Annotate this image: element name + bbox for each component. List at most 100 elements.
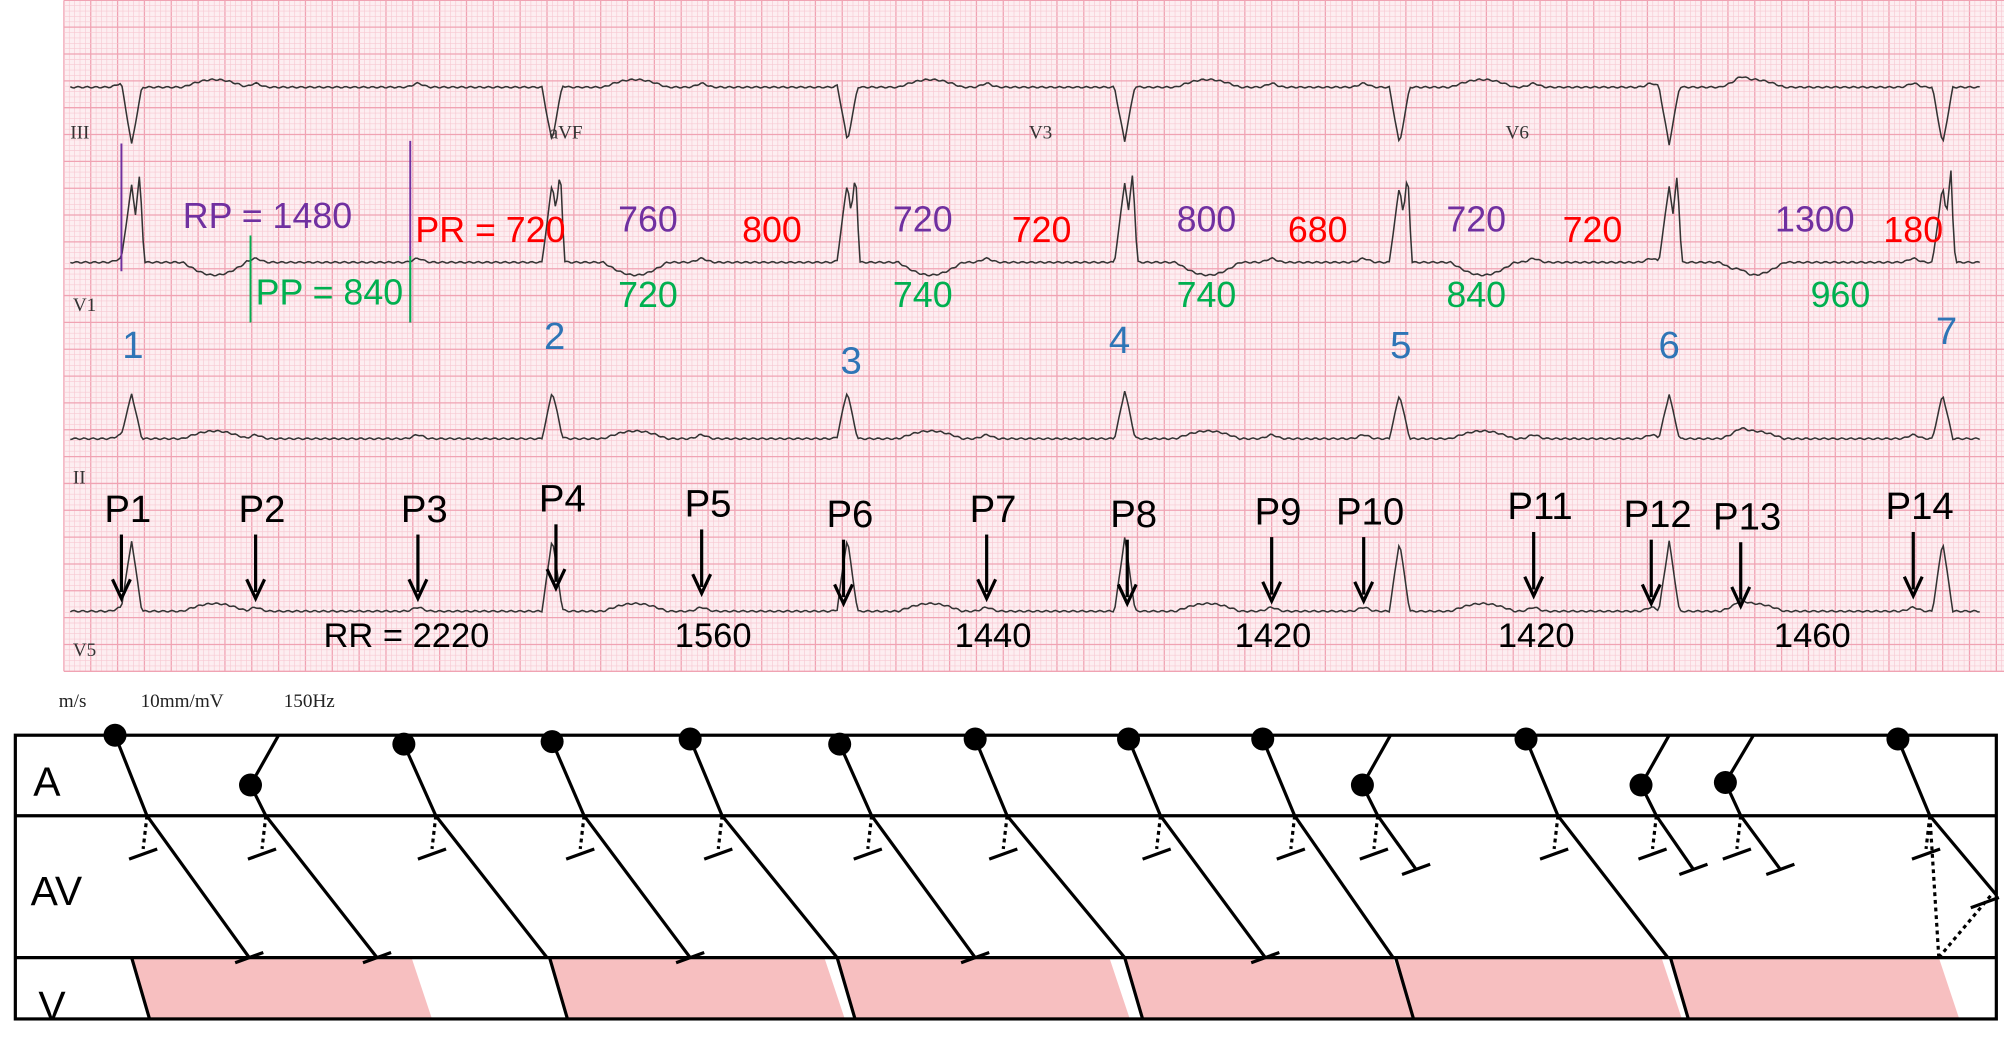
- p-wave-dot-icon: [1514, 727, 1538, 751]
- av-block-tick: [1539, 847, 1569, 861]
- ecg-traces: [69, 76, 1981, 614]
- ecg-trace-III-aVF-V3-V6: [69, 76, 1980, 146]
- atrial-conduction-line: [402, 743, 438, 817]
- rr-interval-value: 1420: [1498, 617, 1575, 655]
- p-wave-dot-icon: [1886, 727, 1910, 751]
- p-wave-dot-icon: [963, 727, 987, 751]
- ventricular-block-tick: [960, 950, 990, 965]
- rr-interval-value: 1440: [955, 617, 1032, 655]
- av-conduction-line: [434, 814, 549, 959]
- ventricular-block-tick: [675, 950, 705, 965]
- av-concealed-line: [578, 815, 586, 850]
- retrograde-dotted-line: [1937, 893, 1993, 959]
- pp-interval-value: 740: [893, 275, 953, 315]
- pp-interval-value: 740: [1177, 275, 1237, 315]
- av-conduction-line: [1556, 814, 1670, 959]
- beat-number: 1: [122, 324, 143, 367]
- av-block-tick: [128, 847, 158, 861]
- beat-number: 5: [1390, 324, 1411, 367]
- lead-label-III: III: [70, 122, 89, 143]
- arrowhead: [833, 583, 854, 608]
- atrial-conduction-line: [1896, 738, 1932, 817]
- rp-interval-value: 1300: [1775, 200, 1855, 240]
- rp-interval-label: RP = 1480: [183, 196, 352, 236]
- p-wave-label: P8: [1110, 493, 1157, 536]
- arrowhead: [1261, 581, 1283, 605]
- ventricular-block-tick: [1250, 950, 1280, 965]
- ladder-diagram: A AV V: [13, 723, 2000, 1029]
- ventricular-fills: [130, 957, 1960, 1020]
- pp-interval-value: 840: [1446, 275, 1506, 315]
- lead-label-II: II: [73, 467, 86, 488]
- ventricular-activation-fill: [1124, 957, 1414, 1019]
- p-wave-dot-icon: [1629, 773, 1653, 797]
- arrowhead: [976, 578, 998, 603]
- av-block-tick: [1911, 847, 1941, 861]
- av-concealed-line: [716, 815, 724, 850]
- ventricular-activation-fill: [837, 957, 1130, 1019]
- pr-interval-value: 180: [1883, 210, 1943, 250]
- p-wave-label: P13: [1713, 495, 1781, 538]
- arrowhead: [691, 573, 713, 598]
- atrial-conduction-line: [688, 738, 724, 817]
- av-block-tick: [1678, 862, 1709, 877]
- p-wave-dot-icon: [1350, 773, 1374, 797]
- av-block-tick: [1765, 862, 1795, 877]
- av-block-tick: [1401, 862, 1431, 877]
- av-conduction-line: [1159, 814, 1267, 959]
- ventricular-activation-fill: [1670, 957, 1960, 1019]
- rp-interval-value: 800: [1177, 200, 1237, 240]
- av-concealed-line: [430, 815, 438, 850]
- lead-label-V6: V6: [1506, 122, 1529, 143]
- p-wave-label: P10: [1336, 490, 1404, 533]
- atrial-conduction-line: [838, 743, 874, 817]
- ventricular-block-tick: [362, 950, 392, 965]
- av-conduction-line: [1293, 814, 1395, 959]
- lead-label-V3: V3: [1029, 122, 1052, 143]
- av-conduction-line: [720, 814, 839, 959]
- p-wave-dot-icon: [392, 732, 416, 756]
- rp-interval-value: 720: [893, 200, 953, 240]
- p-wave-label: P7: [970, 488, 1017, 531]
- arrowhead: [545, 568, 567, 593]
- p-wave-dot-icon: [828, 732, 852, 756]
- av-concealed-line: [1650, 815, 1658, 850]
- ventricular-activation-edge: [548, 957, 569, 1020]
- p-wave-label: P5: [685, 483, 732, 526]
- atrial-conduction-line: [1261, 738, 1297, 817]
- atrial-conduction-line: [973, 738, 1009, 817]
- arrowhead: [111, 578, 132, 603]
- footer-gain: 10mm/mV: [141, 691, 224, 712]
- rp-interval-value: 760: [618, 200, 678, 240]
- atrial-conduction-line: [550, 740, 586, 817]
- p-wave-label: P1: [104, 488, 151, 531]
- av-block-tick: [1359, 847, 1389, 861]
- ventricular-activation-fill: [131, 957, 432, 1019]
- av-block-tick: [565, 847, 595, 861]
- av-concealed-line: [1289, 815, 1297, 850]
- ladder-label-a: A: [33, 758, 61, 804]
- ecg-grid: [63, 0, 2004, 672]
- av-conduction-line: [264, 814, 379, 959]
- av-concealed-line: [1001, 815, 1009, 850]
- lead-label-aVF: aVF: [550, 122, 583, 143]
- arrowhead: [1523, 576, 1545, 600]
- p-wave-dot-icon: [1117, 727, 1141, 751]
- rr-interval-value: 1560: [675, 617, 752, 655]
- ecg-trace-V1: [70, 170, 1981, 277]
- av-concealed-line: [260, 815, 268, 850]
- av-concealed-line: [1735, 815, 1743, 850]
- av-conduction-line: [1655, 814, 1695, 871]
- av-block-tick: [988, 847, 1018, 861]
- footer-filter: 150Hz: [284, 691, 335, 712]
- av-conduction-line: [1376, 814, 1418, 871]
- beat-number: 2: [544, 315, 565, 358]
- p-wave-dot-icon: [103, 723, 127, 747]
- arrowhead: [1353, 581, 1375, 605]
- rp-interval-value: 720: [1446, 200, 1506, 240]
- av-concealed-line: [1924, 815, 1932, 850]
- beat-number: 6: [1658, 324, 1679, 367]
- atrial-conduction-line: [1127, 738, 1162, 817]
- p-wave-label: P3: [401, 488, 448, 531]
- footer-speed: m/s: [59, 691, 87, 712]
